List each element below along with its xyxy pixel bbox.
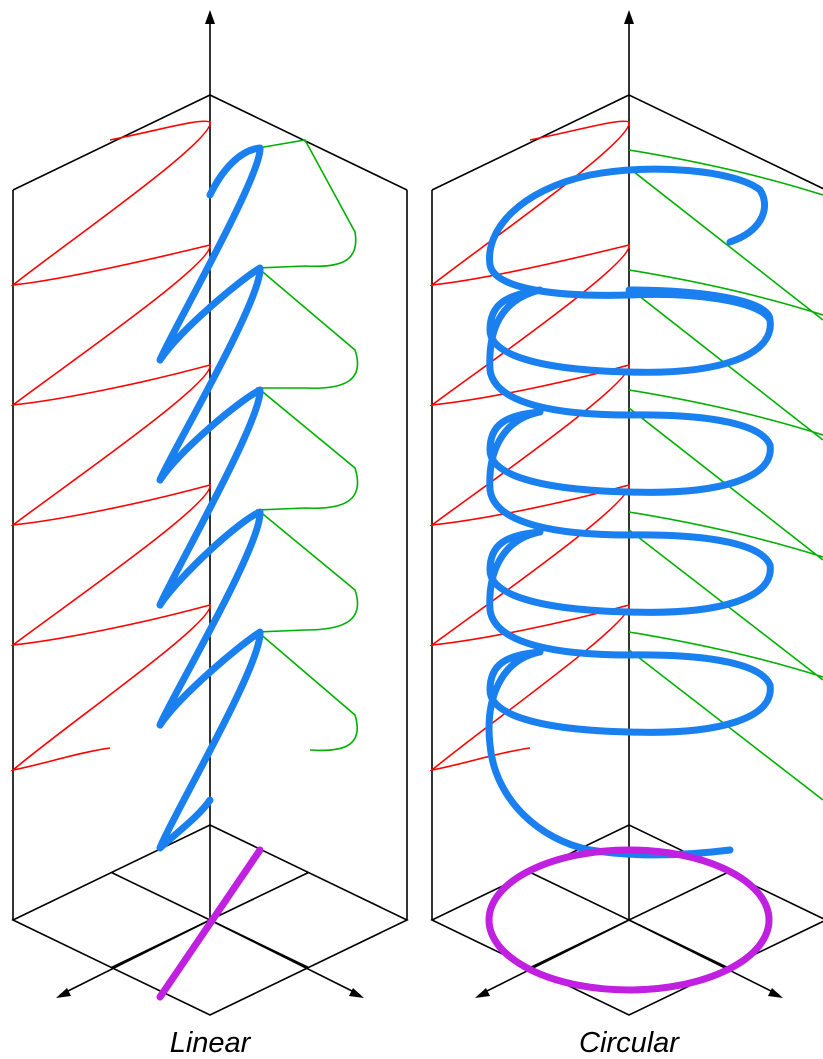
linear-projection — [156, 846, 264, 1001]
circular-y-arrow — [768, 988, 783, 998]
linear-panel — [10, 10, 409, 1016]
linear-axes — [59, 20, 361, 996]
linear-green-component — [255, 139, 359, 752]
circular-red-component — [429, 120, 630, 772]
circular-z-arrow — [624, 10, 634, 24]
linear-caption: Linear — [170, 1027, 252, 1059]
linear-z-arrow — [205, 10, 215, 24]
circular-x-axis — [478, 919, 630, 996]
linear-red-component — [10, 120, 211, 772]
circular-x-arrow — [475, 988, 490, 998]
linear-y-arrow — [349, 988, 364, 998]
linear-x-arrow — [56, 988, 71, 998]
circular-resultant-field — [485, 165, 774, 859]
circular-projection — [485, 846, 773, 994]
linear-resultant-field — [156, 144, 264, 852]
linear-x-axis — [59, 919, 211, 996]
circular-y-axis — [628, 919, 780, 996]
circular-panel — [429, 10, 823, 1016]
linear-axis-arrowheads — [56, 10, 364, 998]
circular-caption: Circular — [579, 1027, 680, 1059]
circular-axis-arrowheads — [475, 10, 783, 998]
circular-green-component — [628, 149, 823, 801]
linear-y-axis — [209, 919, 361, 996]
